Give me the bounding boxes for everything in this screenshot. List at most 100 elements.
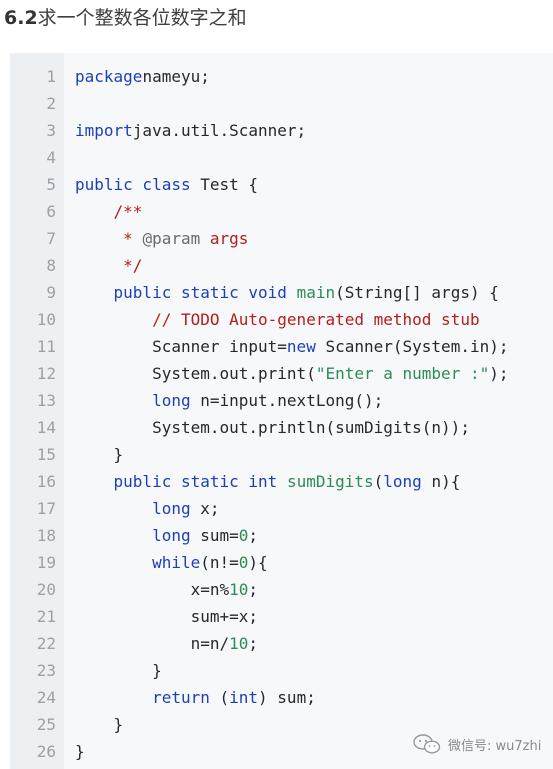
code-token <box>277 472 287 491</box>
code-token: long <box>75 526 191 545</box>
line-number: 6 <box>46 202 56 221</box>
code-text: * @param args <box>75 225 248 252</box>
code-token: * <box>75 229 143 248</box>
line-number: 25 <box>36 715 56 734</box>
code-token: } <box>75 661 162 680</box>
code-line: 21 sum+=x; <box>10 603 553 630</box>
line-number: 22 <box>36 634 56 653</box>
code-line: 10 // TODO Auto-generated method stub <box>10 306 553 333</box>
code-token: // TODO Auto-generated method stub <box>75 310 480 329</box>
code-token: /** <box>75 202 143 221</box>
line-number: 21 <box>36 607 56 626</box>
code-line: 3 importjava.util.Scanner; <box>10 117 553 144</box>
line-number: 16 <box>36 472 56 491</box>
code-token: nameyu; <box>142 67 210 86</box>
line-number: 11 <box>36 337 56 356</box>
line-number: 26 <box>36 742 56 761</box>
line-number: 9 <box>46 283 56 302</box>
code-text: n=n/10; <box>75 630 258 657</box>
code-token: public class <box>75 175 191 194</box>
code-text: // TODO Auto-generated method stub <box>75 306 480 333</box>
code-line: 22 n=n/10; <box>10 630 553 657</box>
code-token: Scanner input= <box>75 337 287 356</box>
line-number: 3 <box>46 121 56 140</box>
code-token: sum= <box>190 526 239 545</box>
code-line: 7 * @param args <box>10 225 553 252</box>
line-number: 7 <box>46 229 56 248</box>
line-number-gutter <box>10 53 64 769</box>
code-token: main <box>296 283 336 302</box>
code-line: 13 long n=input.nextLong(); <box>10 387 553 414</box>
code-text: public class Test { <box>75 171 258 198</box>
code-token: import <box>75 121 133 140</box>
code-token: ; <box>248 526 259 545</box>
code-token: 10 <box>229 634 249 653</box>
code-token: n=n/ <box>75 634 230 653</box>
code-text: return (int) sum; <box>75 684 316 711</box>
code-line: 15 } <box>10 441 553 468</box>
line-number: 24 <box>36 688 56 707</box>
line-number: 17 <box>36 499 56 518</box>
code-text: while(n!=0){ <box>75 549 268 576</box>
code-line: 26} <box>10 738 553 765</box>
code-token: ){ <box>248 553 268 572</box>
code-token: long <box>383 472 422 491</box>
line-number: 1 <box>46 67 56 86</box>
code-line: 23 } <box>10 657 553 684</box>
line-number: 18 <box>36 526 56 545</box>
code-text: /** <box>75 198 143 225</box>
code-line: 14 System.out.println(sumDigits(n)); <box>10 414 553 441</box>
code-token: new <box>286 337 316 356</box>
code-token: (n!= <box>200 553 239 572</box>
code-token: while <box>75 553 201 572</box>
code-line: 2 <box>10 90 553 117</box>
code-line: 5 public class Test { <box>10 171 553 198</box>
code-line: 17 long x; <box>10 495 553 522</box>
code-token <box>287 283 297 302</box>
section-number: 6.2 <box>4 7 38 29</box>
code-text: long n=input.nextLong(); <box>75 387 383 414</box>
code-token: public static void <box>75 283 287 302</box>
code-token: ) sum; <box>258 688 316 707</box>
code-line: 20 x=n%10; <box>10 576 553 603</box>
code-token: ( <box>373 472 384 491</box>
code-token: n){ <box>421 472 461 491</box>
code-line: 25 } <box>10 711 553 738</box>
code-token: ; <box>248 634 259 653</box>
code-token: java.util.Scanner; <box>132 121 307 140</box>
code-text: } <box>75 657 162 684</box>
code-line: 4 <box>10 144 553 171</box>
code-token: 0 <box>238 526 249 545</box>
code-line: 12 System.out.print("Enter a number :"); <box>10 360 553 387</box>
code-token: package <box>75 67 143 86</box>
code-token: long <box>75 499 191 518</box>
code-token: "Enter a number :" <box>315 364 490 383</box>
code-text: Scanner input=new Scanner(System.in); <box>75 333 508 360</box>
code-text: public static int sumDigits(long n){ <box>75 468 461 495</box>
wechat-icon <box>413 734 441 754</box>
code-token: Scanner(System.in); <box>315 337 509 356</box>
code-text: System.out.println(sumDigits(n)); <box>75 414 470 441</box>
code-token: Test { <box>190 175 259 194</box>
code-text: } <box>75 441 124 468</box>
code-line: 19 while(n!=0){ <box>10 549 553 576</box>
code-text: } <box>75 738 85 765</box>
code-token: long <box>75 391 191 410</box>
code-token: */ <box>75 256 143 275</box>
code-token: ( <box>209 688 230 707</box>
code-token: 0 <box>238 553 249 572</box>
code-text: long sum=0; <box>75 522 258 549</box>
code-token: ; <box>248 580 259 599</box>
line-number: 4 <box>46 148 56 167</box>
code-text: System.out.print("Enter a number :"); <box>75 360 508 387</box>
line-number: 8 <box>46 256 56 275</box>
code-line: 24 return (int) sum; <box>10 684 553 711</box>
code-token: System.out.print( <box>75 364 316 383</box>
line-number: 5 <box>46 175 56 194</box>
code-token: ); <box>489 364 509 383</box>
code-line: 6 /** <box>10 198 553 225</box>
code-token: x; <box>190 499 220 518</box>
code-line: 8 */ <box>10 252 553 279</box>
code-token: } <box>75 445 124 464</box>
line-number: 14 <box>36 418 56 437</box>
